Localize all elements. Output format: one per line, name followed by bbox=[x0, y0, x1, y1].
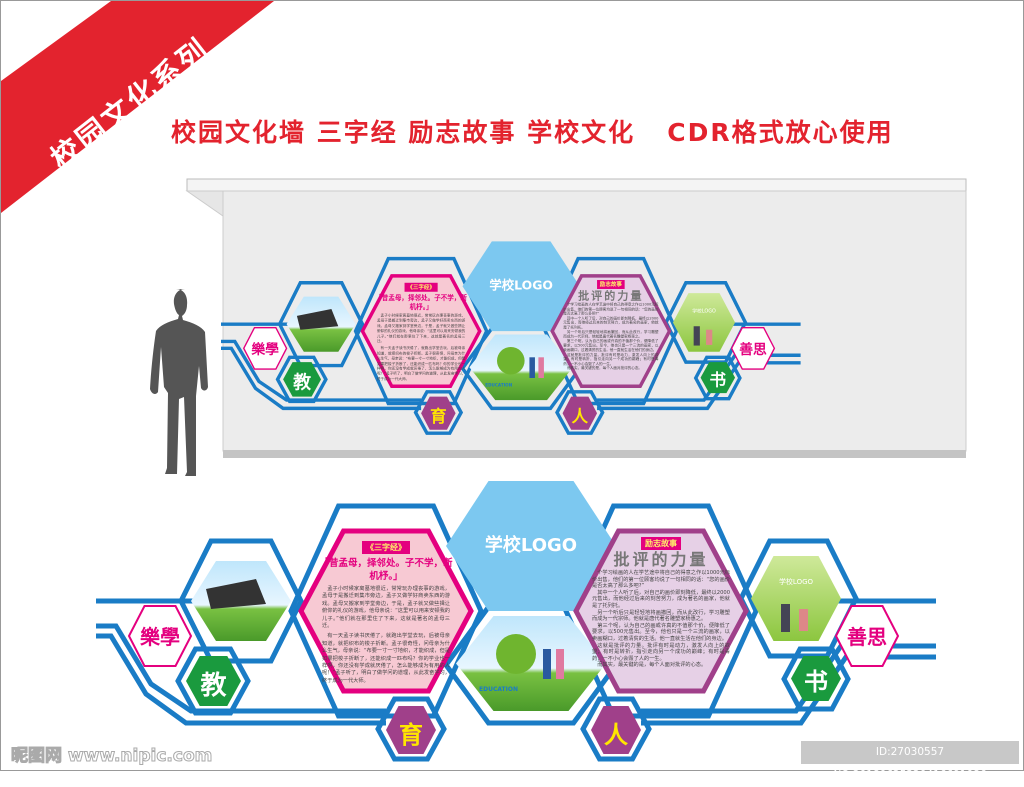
students-photo-right bbox=[751, 556, 841, 641]
shu-hex bbox=[791, 656, 841, 701]
panel-sanzijing-bg bbox=[360, 274, 482, 389]
ren-text: 人 bbox=[571, 406, 589, 427]
panel-sanzijing: 《三字经》 「昔孟母，择邻处。子不学，断机杼。」 孟子小时候家离墓地很近，常常玩… bbox=[374, 282, 468, 385]
school-logo-text: 学校LOGO bbox=[489, 278, 553, 294]
banner-ribbon bbox=[1, 1, 274, 213]
watermark-site: 昵图网 www.nipic.com bbox=[10, 746, 213, 767]
panel-paragraph: 第三个呢，认为自己的画或许真的不值那个价，便降低了要求，以500元售出。至今，他… bbox=[563, 339, 659, 353]
panel-paragraph: 孟子小时候家离墓地很近，常常玩办理丧事的游戏，孟母于是搬迁到集市旁边，孟子又做学… bbox=[376, 313, 466, 344]
shansi-text: 善思 bbox=[739, 340, 767, 358]
school-logo-hex bbox=[462, 241, 580, 332]
shu-hex bbox=[700, 362, 736, 394]
frame-ren bbox=[580, 696, 652, 762]
panel-tag: 《三字经》 bbox=[362, 541, 410, 554]
panel-story-bg bbox=[550, 274, 672, 389]
school-logo-text: 学校LOGO bbox=[484, 535, 578, 556]
jiao-text: 教 bbox=[293, 372, 312, 394]
ren-hex bbox=[591, 706, 641, 754]
frame-yu bbox=[375, 696, 447, 762]
panel-paragraph: 有一天孟子读书厌倦了，就跑出学堂去玩，后被母亲知道，就把织布的梭子折断。孟子很奇… bbox=[322, 633, 450, 684]
frame-left-panel bbox=[353, 256, 489, 406]
jiao-hex bbox=[186, 656, 241, 706]
watermark-id: ID:27030557 NO:20180625220416691086 bbox=[801, 741, 1019, 781]
panel-tag: 励志故事 bbox=[597, 280, 625, 289]
frame-left-panel bbox=[288, 503, 484, 719]
frame-yu bbox=[413, 390, 464, 435]
wall-base bbox=[223, 450, 966, 458]
shu-text: 书 bbox=[804, 668, 828, 696]
panel-story: 励志故事 批评的力量 个学习绘画的人在学艺途中将自己的得意之作以1000元标价出… bbox=[562, 280, 660, 388]
ren-hex bbox=[562, 396, 598, 430]
panel-paragraph: 第三个呢，认为自己的画或许真的不值那个价，便降低了要求，以500元售出。至今，他… bbox=[592, 622, 730, 642]
panel-paragraph: 其中一个人听了后，对自己的画价即刻降低，最终以2000元售出，而他经过后来的刻苦… bbox=[563, 316, 659, 330]
yuexue-text: 樂學 bbox=[140, 625, 180, 649]
jiao-hex bbox=[283, 362, 322, 397]
campus-photo-monument bbox=[206, 579, 266, 609]
yu-text: 育 bbox=[430, 406, 447, 427]
small-logo-text: 学校LOGO bbox=[692, 308, 716, 314]
culture-wall-display: 学校LOGO 学校LOGO EDUCATION 樂學 善思 教 书 育 人 《三… bbox=[96, 479, 936, 764]
campus-photo-monument bbox=[296, 309, 339, 330]
shu-text: 书 bbox=[709, 370, 727, 390]
panel-paragraph: 另一个听后只是轻轻地将画撤回，而从此改行，学习雕塑而成为一代宗师。他就是唐代著名… bbox=[563, 330, 659, 339]
frame-jiao bbox=[175, 646, 251, 716]
globe-graphic bbox=[497, 346, 525, 375]
frame-shu bbox=[693, 355, 742, 401]
panel-quote: 「昔孟母，择邻处。子不学，断机杼。」 bbox=[319, 558, 453, 582]
panel-title: 批评的力量 bbox=[613, 550, 709, 569]
frame-ren bbox=[555, 390, 605, 435]
shansi-seal-hex bbox=[834, 605, 900, 667]
frame-right-image bbox=[664, 281, 748, 364]
wall-mockup-display: 学校LOGO 学校LOGO EDUCATION 樂學 善思 教 书 育 人 《三… bbox=[221, 240, 801, 437]
panel-paragraph: 而其实，最关键的是，每个人面对批评的心态。 bbox=[597, 662, 707, 669]
panel-tag: 《三字经》 bbox=[404, 282, 438, 292]
panel-paragraph: 个学习绘画的人在学艺途中将自己的得意之作以1000元标价出售，他们的第一位顾客均… bbox=[563, 302, 659, 317]
education-label: EDUCATION bbox=[485, 382, 513, 388]
yu-text: 育 bbox=[399, 721, 423, 749]
panel-paragraph: 个学习绘画的人在学艺途中将自己的得意之作以1000元标价出售，他们的第一位顾客均… bbox=[592, 570, 730, 590]
panel-story: 励志故事 批评的力量 个学习绘画的人在学艺途中将自己的得意之作以1000元标价出… bbox=[590, 537, 732, 693]
panel-paragraph: 这就是批评的力量。批评有时是动力，激发人向上的欲望；有时是转折，指引走向另一个成… bbox=[592, 642, 730, 662]
globe-graphic bbox=[496, 634, 536, 674]
panel-sanzijing-bg bbox=[298, 528, 474, 694]
school-logo-hex bbox=[446, 481, 616, 611]
panel-title: 批评的力量 bbox=[578, 288, 644, 303]
yu-hex bbox=[421, 396, 456, 430]
panel-story-bg bbox=[573, 528, 749, 694]
person-silhouette bbox=[150, 289, 208, 476]
panel-tag: 励志故事 bbox=[641, 537, 681, 550]
yu-hex bbox=[386, 706, 436, 754]
panel-sanzijing: 《三字经》 「昔孟母，择邻处。子不学，断机杼。」 孟子小时候家离墓地很近，常常玩… bbox=[318, 541, 454, 689]
students-photo-right bbox=[672, 293, 736, 352]
yuexue-seal-hex bbox=[127, 605, 193, 667]
frame-jiao bbox=[275, 355, 328, 404]
panel-paragraph: 其中一个人听了后，对自己的画价即刻降低，最终以2000元售出，而他经过后来的刻苦… bbox=[592, 589, 730, 609]
panel-paragraph: 而其实，最关键的是，每个人面对批评的心态。 bbox=[566, 366, 642, 371]
panel-paragraph: 这就是批评的力量。批评有时是动力，激发人向上的欲望；有时是转折，指引走向另一个成… bbox=[563, 352, 659, 367]
shansi-text: 善思 bbox=[847, 625, 887, 649]
panel-paragraph: 孟子小时候家离墓地很近，常常玩办理丧事的游戏，孟母于是搬迁到集市旁边，孟子又做学… bbox=[322, 586, 450, 630]
panel-quote: 「昔孟母，择邻处。子不学，断机杼。」 bbox=[375, 294, 467, 312]
panel-paragraph: 另一个听后只是轻轻地将画撤回，而从此改行，学习雕塑而成为一代宗师。他就是唐代著名… bbox=[592, 609, 730, 623]
ren-text: 人 bbox=[604, 721, 628, 749]
education-label: EDUCATION bbox=[479, 686, 518, 693]
yuexue-text: 樂學 bbox=[251, 340, 279, 358]
yuexue-seal-hex bbox=[242, 326, 288, 370]
wall-top-rim bbox=[186, 178, 967, 192]
frame-right-image bbox=[738, 538, 859, 659]
headline: 校园文化墙 三字经 励志故事 学校文化 CDR格式放心使用 bbox=[171, 118, 894, 147]
panel-paragraph: 有一天孟子读书厌倦了，就跑出学堂去玩，后被母亲知道，就把织布的梭子折断。孟子很奇… bbox=[376, 346, 466, 382]
frame-shu bbox=[781, 646, 851, 712]
shansi-seal-hex bbox=[730, 326, 776, 370]
jiao-text: 教 bbox=[200, 671, 227, 701]
small-logo-text: 学校LOGO bbox=[778, 578, 814, 586]
